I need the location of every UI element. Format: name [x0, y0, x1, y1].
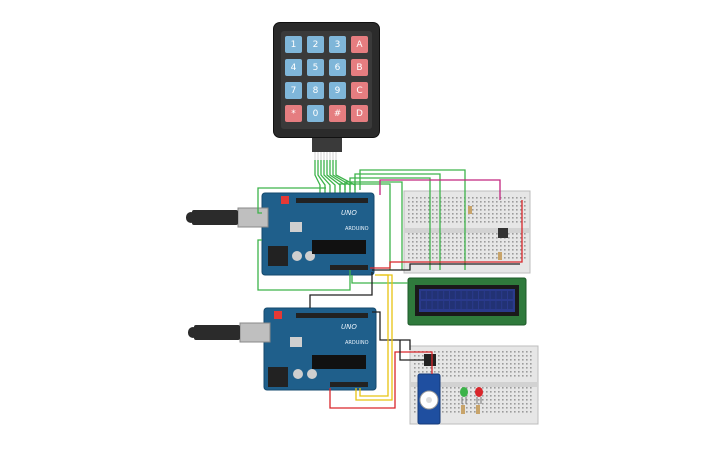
key-2[interactable]: 2 [307, 36, 324, 53]
breadboard-top[interactable] [403, 190, 531, 274]
top-board-uno-label: UNO [341, 209, 357, 217]
key-B[interactable]: B [351, 59, 368, 76]
key-1[interactable]: 1 [285, 36, 302, 53]
led-red[interactable] [475, 387, 483, 404]
usb-cable-bottom [188, 325, 240, 340]
lcd-16x2[interactable] [407, 277, 527, 326]
wire-magenta [379, 179, 501, 200]
wire-red [329, 200, 523, 409]
wire-black [309, 263, 520, 361]
key-C[interactable]: C [351, 82, 368, 99]
key-8[interactable]: 8 [307, 82, 324, 99]
wire-yellow [355, 274, 393, 401]
top-board-brand-label: ARDUINO [345, 226, 369, 232]
key-A[interactable]: A [351, 36, 368, 53]
resistors-bottom [461, 405, 480, 414]
key-3[interactable]: 3 [329, 36, 346, 53]
key-0[interactable]: 0 [307, 105, 324, 122]
key-#[interactable]: # [329, 105, 346, 122]
key-4[interactable]: 4 [285, 59, 302, 76]
ic-chip [424, 354, 436, 366]
led-green[interactable] [460, 387, 468, 404]
usb-cable-top [186, 210, 238, 225]
servo-motor[interactable] [417, 373, 441, 425]
arduino-uno-bottom[interactable] [239, 307, 377, 391]
keypad-wires [314, 160, 356, 196]
key-D[interactable]: D [351, 105, 368, 122]
key-6[interactable]: 6 [329, 59, 346, 76]
bottom-board-uno-label: UNO [341, 323, 357, 331]
key-*[interactable]: * [285, 105, 302, 122]
bottom-board-brand-label: ARDUINO [345, 340, 369, 346]
keypad-connector [312, 138, 342, 160]
key-5[interactable]: 5 [307, 59, 324, 76]
wire-green [257, 169, 466, 291]
key-7[interactable]: 7 [285, 82, 302, 99]
key-9[interactable]: 9 [329, 82, 346, 99]
